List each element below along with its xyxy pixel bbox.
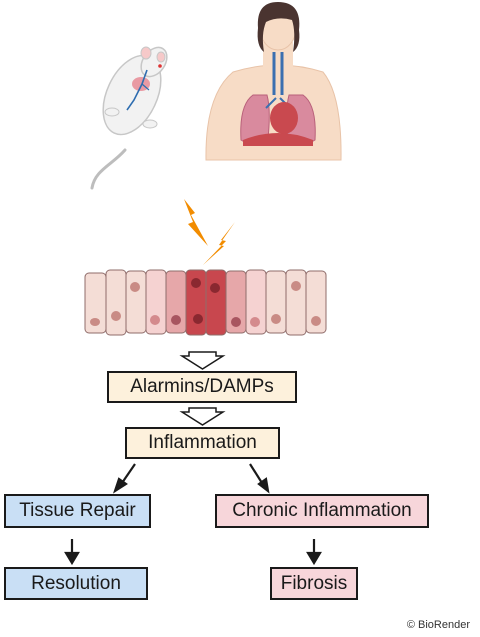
inflammation-box: Inflammation [125,427,280,459]
alarmins-label: Alarmins/DAMPs [130,376,274,397]
fibrosis-label: Fibrosis [280,572,348,594]
hollow-arrow-down-1 [179,351,226,370]
arrow-to-tissue-repair [121,463,136,484]
epithelial-cell-layer [84,269,327,336]
tissue-repair-label: Tissue Repair [19,500,136,521]
human-torso-icon [205,2,342,161]
arrow-to-chronic-inflammation [249,463,263,484]
fibrosis-box: Fibrosis [270,567,358,600]
tissue-repair-box: Tissue Repair [4,494,151,528]
resolution-label: Resolution [31,572,121,594]
inflammation-label: Inflammation [148,432,257,453]
hollow-arrow-down-2 [179,407,226,426]
chronic-inflammation-label: Chronic Inflammation [232,500,412,521]
resolution-box: Resolution [4,567,148,600]
alarmins-box: Alarmins/DAMPs [107,371,297,403]
solid-arrows [64,463,322,566]
biorender-credit: © BioRender [406,619,470,631]
lightning-icon [184,199,235,265]
chronic-inflammation-box: Chronic Inflammation [215,494,429,528]
mouse-icon [90,46,168,190]
